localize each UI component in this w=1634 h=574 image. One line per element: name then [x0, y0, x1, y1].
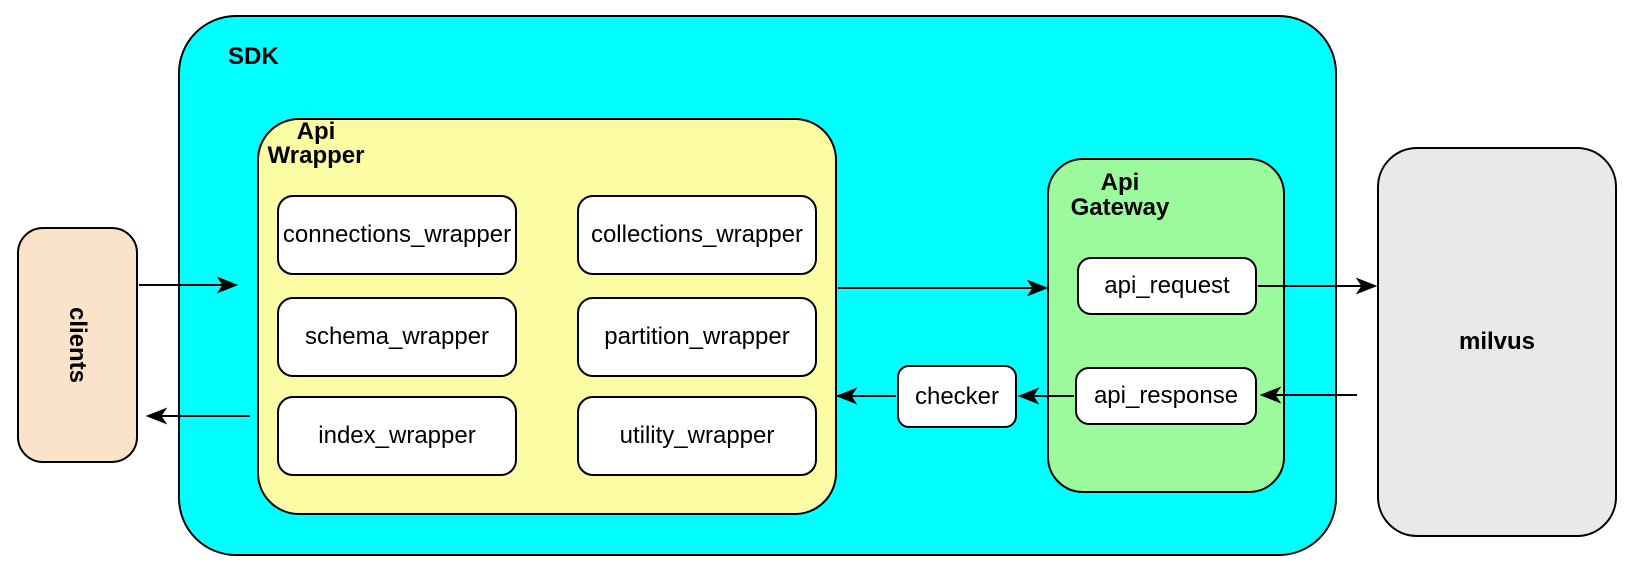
node-api-response: api_response	[1075, 367, 1257, 425]
node-partition-wrapper: partition_wrapper	[577, 297, 817, 377]
node-api-request: api_request	[1077, 257, 1257, 315]
node-index-wrapper: index_wrapper	[277, 396, 517, 476]
node-clients-label: clients	[64, 306, 92, 384]
node-utility-wrapper: utility_wrapper	[577, 396, 817, 476]
api-gateway-container	[1047, 158, 1285, 493]
api-wrapper-label-line1: Api	[296, 118, 336, 145]
node-clients: clients	[17, 227, 138, 463]
node-schema-wrapper: schema_wrapper	[277, 297, 517, 377]
node-utility-wrapper-label: utility_wrapper	[619, 422, 775, 449]
node-collections-wrapper: collections_wrapper	[577, 195, 817, 275]
node-api-request-label: api_request	[1104, 272, 1230, 299]
node-collections-wrapper-label: collections_wrapper	[590, 221, 804, 248]
node-partition-wrapper-label: partition_wrapper	[604, 323, 790, 350]
node-api-response-label: api_response	[1093, 382, 1239, 409]
node-checker: checker	[897, 365, 1017, 428]
api-gateway-label: Api Gateway	[1047, 170, 1193, 220]
api-wrapper-label: Api Wrapper	[257, 120, 375, 168]
node-checker-label: checker	[914, 382, 1000, 410]
node-connections-wrapper: connections_wrapper	[277, 195, 517, 275]
sdk-label: SDK	[228, 43, 279, 70]
node-milvus-label: milvus	[1458, 328, 1536, 355]
node-connections-wrapper-label: connections_wrapper	[282, 221, 512, 248]
api-gateway-label-line2: Gateway	[1070, 194, 1170, 221]
node-index-wrapper-label: index_wrapper	[318, 422, 476, 449]
api-wrapper-label-line2: Wrapper	[267, 142, 365, 169]
node-schema-wrapper-label: schema_wrapper	[304, 323, 490, 350]
node-milvus: milvus	[1377, 147, 1617, 537]
api-gateway-label-line1: Api	[1100, 169, 1140, 196]
